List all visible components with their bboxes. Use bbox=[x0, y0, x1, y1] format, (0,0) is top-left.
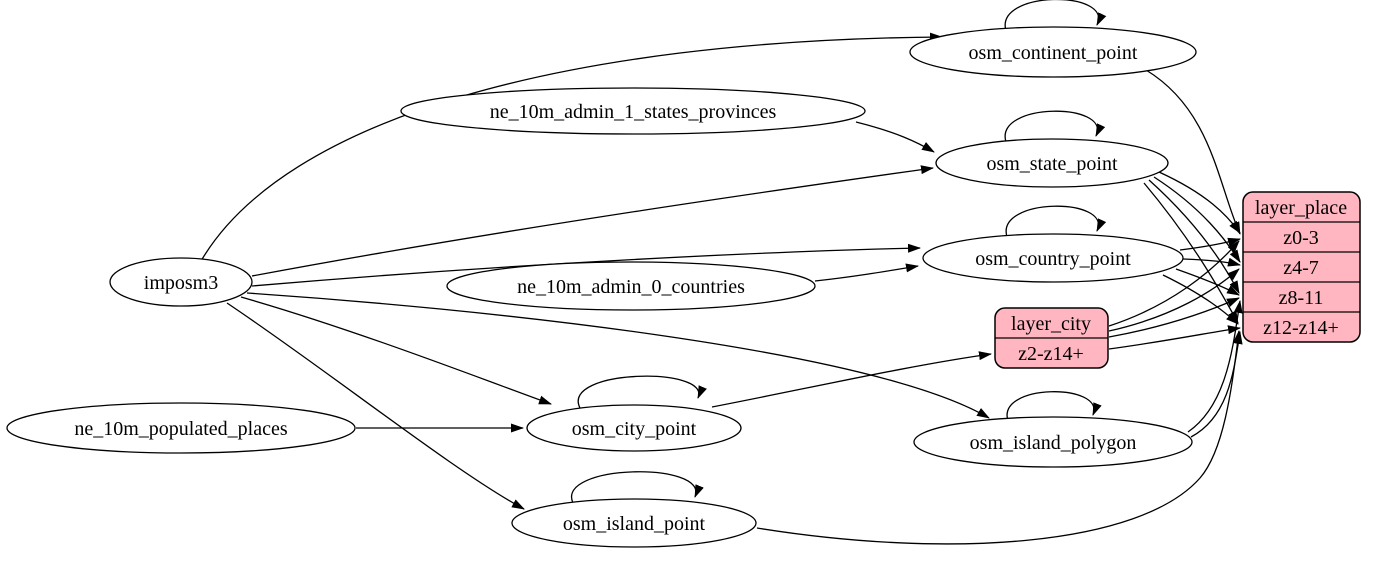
edge-osm_island_polygon-osm_island_polygon bbox=[1006, 391, 1102, 422]
edge-osm_island_point-layer_place-z12-z14+ bbox=[756, 330, 1242, 545]
node-label-osm_island_point: osm_island_point bbox=[563, 513, 706, 535]
node-shape-osm_state_point bbox=[935, 138, 1169, 188]
edge-ne_10m_admin_1_states_provinces-osm_state_point bbox=[855, 121, 935, 153]
edge-osm_country_point-layer_place-z12-z14+ bbox=[1162, 274, 1239, 325]
node-osm_country_point: osm_country_point bbox=[922, 233, 1184, 283]
edge-osm_island_point-osm_island_point bbox=[570, 471, 704, 504]
node-shape-osm_country_point bbox=[922, 233, 1184, 283]
node-imposm3: imposm3 bbox=[109, 257, 253, 307]
node-osm_state_point: osm_state_point bbox=[935, 138, 1169, 188]
edge-imposm3-osm_continent_point bbox=[200, 32, 943, 262]
node-osm_continent_point: osm_continent_point bbox=[909, 26, 1197, 78]
node-shape-osm_city_point bbox=[526, 404, 742, 452]
node-osm_island_polygon: osm_island_polygon bbox=[913, 416, 1193, 468]
node-label-osm_country_point: osm_country_point bbox=[975, 248, 1131, 270]
edge-osm_continent_point-layer_place-z0-3 bbox=[1145, 69, 1241, 235]
node-ne_10m_populated_places: ne_10m_populated_places bbox=[6, 402, 356, 454]
node-label-osm_continent_point: osm_continent_point bbox=[969, 42, 1138, 64]
record-layer_city: layer_city z2-z14+ bbox=[994, 307, 1109, 369]
edge-osm_island_polygon-layer_place-z8-11 bbox=[1187, 300, 1243, 433]
node-osm_city_point: osm_city_point bbox=[526, 404, 742, 452]
node-osm_island_point: osm_island_point bbox=[511, 498, 757, 548]
record-title-layer_city: layer_city bbox=[1011, 313, 1091, 335]
edge-imposm3-osm_country_point bbox=[251, 243, 921, 287]
edge-imposm3-osm_state_point bbox=[251, 165, 934, 277]
edge-osm_state_point-layer_place-z8-11 bbox=[1148, 179, 1240, 294]
edge-osm_state_point-layer_place-z4-7 bbox=[1153, 176, 1241, 263]
edge-imposm3-osm_city_point bbox=[240, 296, 552, 405]
node-ne_10m_admin_0_countries: ne_10m_admin_0_countries bbox=[446, 261, 816, 311]
record-row-layer_place-z12-z14: z12-z14+ bbox=[1263, 317, 1339, 339]
node-shape-osm_island_point bbox=[511, 498, 757, 548]
edge-osm_continent_point-osm_continent_point bbox=[1004, 0, 1107, 32]
node-label-imposm3: imposm3 bbox=[144, 272, 218, 294]
edge-osm_state_point-layer_place-z0-3 bbox=[1158, 171, 1241, 234]
node-label-ne_10m_admin_0_countries: ne_10m_admin_0_countries bbox=[517, 276, 745, 298]
node-shape-imposm3 bbox=[109, 257, 253, 307]
record-row-layer_place-z8-11: z8-11 bbox=[1279, 287, 1324, 309]
node-label-ne_10m_admin_1_states_provinces: ne_10m_admin_1_states_provinces bbox=[490, 101, 777, 123]
node-label-ne_10m_populated_places: ne_10m_populated_places bbox=[74, 418, 287, 440]
record-row-layer_city-z2-z14: z2-z14+ bbox=[1018, 343, 1084, 365]
edge-layer_city-layer_place-z12-z14+ bbox=[1108, 325, 1241, 350]
edge-osm_city_point-layer_city-z2-z14+ bbox=[711, 351, 992, 408]
edge-layer_city-layer_place-z8-11 bbox=[1108, 297, 1240, 338]
node-label-osm_city_point: osm_city_point bbox=[572, 418, 697, 440]
edge-osm_country_point-layer_place-z4-7 bbox=[1182, 257, 1241, 267]
edge-ne_10m_admin_0_countries-osm_country_point bbox=[814, 263, 919, 282]
edges-group bbox=[200, 0, 1243, 545]
record-row-layer_place-z4-7: z4-7 bbox=[1283, 257, 1319, 279]
edge-imposm3-osm_island_polygon bbox=[246, 292, 990, 419]
edge-osm_country_point-layer_place-z0-3 bbox=[1179, 237, 1241, 251]
node-shape-ne_10m_admin_1_states_provinces bbox=[400, 87, 866, 135]
node-shape-osm_continent_point bbox=[909, 26, 1197, 78]
node-ne_10m_admin_1_states_provinces: ne_10m_admin_1_states_provinces bbox=[400, 87, 866, 135]
node-label-osm_state_point: osm_state_point bbox=[986, 153, 1118, 175]
edge-osm_state_point-layer_place-z12-z14+ bbox=[1143, 182, 1239, 324]
record-title-layer_place: layer_place bbox=[1255, 197, 1347, 219]
node-shape-osm_island_polygon bbox=[913, 416, 1193, 468]
edge-osm_city_point-osm_city_point bbox=[577, 375, 707, 409]
edge-osm_state_point-osm_state_point bbox=[1004, 110, 1106, 143]
edge-osm_country_point-layer_place-z8-11 bbox=[1175, 268, 1240, 296]
edge-imposm3-osm_island_point bbox=[226, 302, 525, 510]
record-layer_place: layer_place z0-3 z4-7 z8-11 z12-z14+ bbox=[1242, 191, 1361, 343]
edge-osm_island_polygon-layer_place-z12-z14+ bbox=[1190, 331, 1243, 438]
edge-osm_country_point-osm_country_point bbox=[1005, 205, 1107, 238]
record-row-layer_place-z0-3: z0-3 bbox=[1283, 227, 1319, 249]
node-shape-ne_10m_populated_places bbox=[6, 402, 356, 454]
record-shape-layer_place bbox=[1242, 191, 1361, 343]
node-label-osm_island_polygon: osm_island_polygon bbox=[970, 432, 1137, 454]
node-shape-ne_10m_admin_0_countries bbox=[446, 261, 816, 311]
